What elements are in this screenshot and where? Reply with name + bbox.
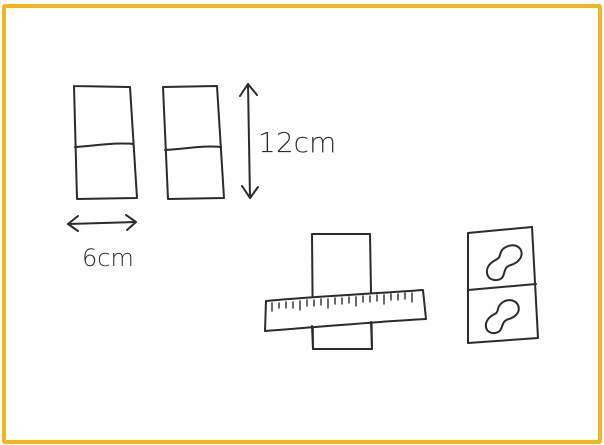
width-arrow bbox=[67, 214, 137, 232]
peanut-shape-bottom bbox=[484, 299, 520, 335]
paper-strip-left bbox=[73, 85, 138, 200]
height-arrow bbox=[239, 83, 259, 199]
peanut-shape-top bbox=[485, 244, 523, 282]
ruler bbox=[264, 289, 427, 350]
paper-strip-right bbox=[162, 85, 225, 200]
strip-with-shapes bbox=[467, 226, 539, 344]
strip-measured bbox=[311, 233, 373, 350]
width-label: 6cm bbox=[82, 244, 134, 272]
height-label: 12cm bbox=[258, 126, 336, 159]
